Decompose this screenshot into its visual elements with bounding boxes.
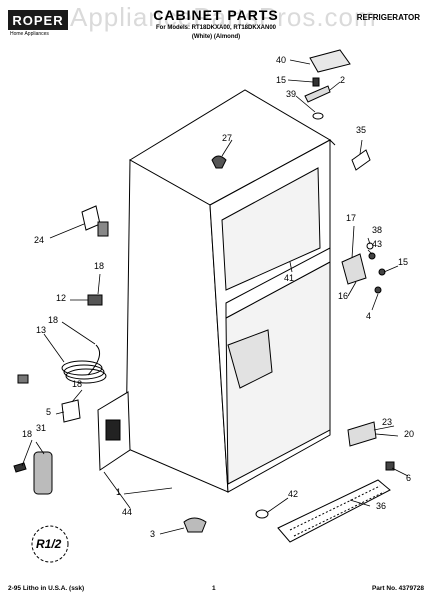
callout-42: 42 — [288, 489, 299, 499]
callout-20: 20 — [404, 429, 415, 439]
clip-part-12 — [87, 294, 103, 306]
roller-part-42 — [255, 509, 269, 519]
part-number: Part No. 4379728 — [371, 585, 424, 592]
callout-18: 18 — [94, 261, 105, 271]
top-hinge-part — [304, 77, 331, 120]
cabinet-body — [125, 89, 336, 493]
latch-part — [81, 205, 109, 237]
screw-part-6 — [385, 461, 395, 471]
callout-17: 17 — [346, 213, 357, 223]
leveler-part-3 — [183, 517, 207, 533]
callout-27: 27 — [222, 133, 233, 143]
callout-36: 36 — [376, 501, 387, 511]
callout-39: 39 — [286, 89, 297, 99]
litho-note: 2-95 Litho in U.S.A. (ssk) — [8, 585, 85, 592]
bottom-hinge-part — [347, 421, 377, 447]
brand-subtitle: Home Appliances — [10, 31, 49, 37]
hinge-cover-part — [309, 49, 351, 73]
callout-41: 41 — [284, 273, 295, 283]
callout-44: 44 — [122, 507, 133, 517]
callout-4: 4 — [366, 311, 372, 321]
switch-part-5 — [61, 399, 81, 423]
center-hinge-part — [341, 242, 386, 294]
product-type: REFRIGERATOR — [356, 13, 420, 22]
watermark-text: AppliancePartsPros.com — [70, 2, 377, 32]
color-variants: (White) (Almond) — [191, 34, 241, 40]
callout-18: 18 — [48, 315, 59, 325]
callout-3: 3 — [150, 529, 156, 539]
page-number: 1 — [212, 585, 216, 592]
leader-lines — [21, 59, 409, 535]
callout-12: 12 — [56, 293, 67, 303]
callout-24: 24 — [34, 235, 45, 245]
revision-badge: R1/2 — [36, 537, 62, 551]
toe-grille-part — [277, 479, 391, 543]
callout-15: 15 — [398, 257, 409, 267]
divider-bar-part — [225, 247, 331, 319]
cover-part-31 — [33, 451, 53, 495]
brand-logo: ROPER — [8, 10, 68, 30]
screw-part-18 — [13, 462, 27, 473]
callout-6: 6 — [406, 473, 412, 483]
callout-43: 43 — [372, 239, 383, 249]
callout-35: 35 — [356, 125, 367, 135]
callout-18: 18 — [22, 429, 33, 439]
plug-part — [211, 155, 227, 169]
mounting-bracket-part — [97, 391, 131, 471]
callout-5: 5 — [46, 407, 52, 417]
revision-badge-ring — [31, 525, 69, 563]
callout-16: 16 — [338, 291, 349, 301]
callout-1: 1 — [116, 487, 122, 497]
wiring-harness-part — [17, 344, 107, 384]
callout-13: 13 — [36, 325, 47, 335]
callout-31: 31 — [36, 423, 47, 433]
callout-23: 23 — [382, 417, 393, 427]
callout-18: 18 — [72, 379, 83, 389]
callout-2: 2 — [340, 75, 346, 85]
model-list: For Models: RT18DKXA00, RT18DKXAN00 — [155, 25, 277, 31]
hinge-pin-part — [351, 149, 371, 171]
callout-40: 40 — [276, 55, 287, 65]
callout-15: 15 — [276, 75, 287, 85]
diagram-title: CABINET PARTS — [153, 7, 279, 23]
callout-38: 38 — [372, 225, 383, 235]
